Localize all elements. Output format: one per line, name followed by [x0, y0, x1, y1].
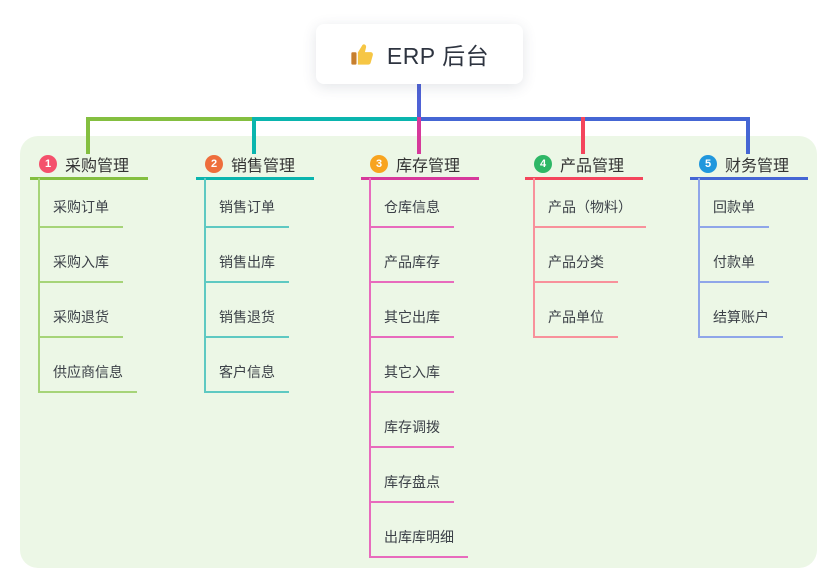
child-node[interactable]: 出库库明细	[371, 527, 468, 558]
branch-children: 采购订单采购入库采购退货供应商信息	[38, 178, 137, 393]
child-node[interactable]: 付款单	[700, 252, 769, 283]
branch-label: 采购管理	[65, 157, 130, 175]
child-node[interactable]: 其它入库	[371, 362, 454, 393]
rail-segment	[88, 117, 254, 121]
thumbs-up-icon	[350, 41, 377, 68]
child-node[interactable]: 采购退货	[40, 307, 123, 338]
child-node[interactable]: 采购订单	[40, 197, 123, 228]
branch-children: 回款单付款单结算账户	[698, 178, 783, 338]
child-node[interactable]: 供应商信息	[40, 362, 137, 393]
branch-children: 仓库信息产品库存其它出库其它入库库存调拨库存盘点出库库明细	[369, 178, 468, 558]
branch-drop-line	[746, 117, 750, 154]
root-node[interactable]: ERP 后台	[316, 24, 523, 84]
branch-number-badge: 3	[370, 154, 388, 173]
branch-header[interactable]: 5 财务管理	[690, 150, 808, 180]
branch-number-badge: 4	[534, 154, 552, 173]
branch-number-badge: 1	[39, 154, 57, 173]
branch-label: 产品管理	[560, 157, 625, 175]
branch-drop-line	[581, 117, 585, 154]
branch-header[interactable]: 1 采购管理	[30, 150, 148, 180]
child-node[interactable]: 库存调拨	[371, 417, 454, 448]
child-node[interactable]: 回款单	[700, 197, 769, 228]
branch-drop-line	[252, 117, 256, 154]
root-stem-line	[417, 84, 421, 121]
child-node[interactable]: 仓库信息	[371, 197, 454, 228]
branches-panel	[20, 136, 817, 568]
branch-number-badge: 2	[205, 154, 223, 173]
branch-children: 产品（物料） 产品分类产品单位	[533, 178, 646, 338]
child-node[interactable]: 销售订单	[206, 197, 289, 228]
child-node[interactable]: 采购入库	[40, 252, 123, 283]
child-node[interactable]: 库存盘点	[371, 472, 454, 503]
child-node[interactable]: 销售退货	[206, 307, 289, 338]
child-node[interactable]: 产品库存	[371, 252, 454, 283]
branch-drop-line	[417, 117, 421, 154]
branch-label: 库存管理	[396, 157, 461, 175]
child-node[interactable]: 产品单位	[535, 307, 618, 338]
branch-label: 财务管理	[725, 157, 790, 175]
branch-drop-line	[86, 117, 90, 154]
rail-segment	[254, 117, 419, 121]
root-label: ERP 后台	[386, 43, 490, 69]
branch-header[interactable]: 4 产品管理	[525, 150, 643, 180]
branch-header[interactable]: 2 销售管理	[196, 150, 314, 180]
branch-label: 销售管理	[231, 157, 296, 175]
child-node[interactable]: 结算账户	[700, 307, 783, 338]
branch-number-badge: 5	[699, 154, 717, 173]
child-node[interactable]: 销售出库	[206, 252, 289, 283]
child-node[interactable]: 客户信息	[206, 362, 289, 393]
child-node[interactable]: 其它出库	[371, 307, 454, 338]
branch-header[interactable]: 3 库存管理	[361, 150, 479, 180]
child-node[interactable]: 产品分类	[535, 252, 618, 283]
branch-children: 销售订单销售出库销售退货客户信息	[204, 178, 289, 393]
child-node[interactable]: 产品（物料）	[535, 197, 646, 228]
